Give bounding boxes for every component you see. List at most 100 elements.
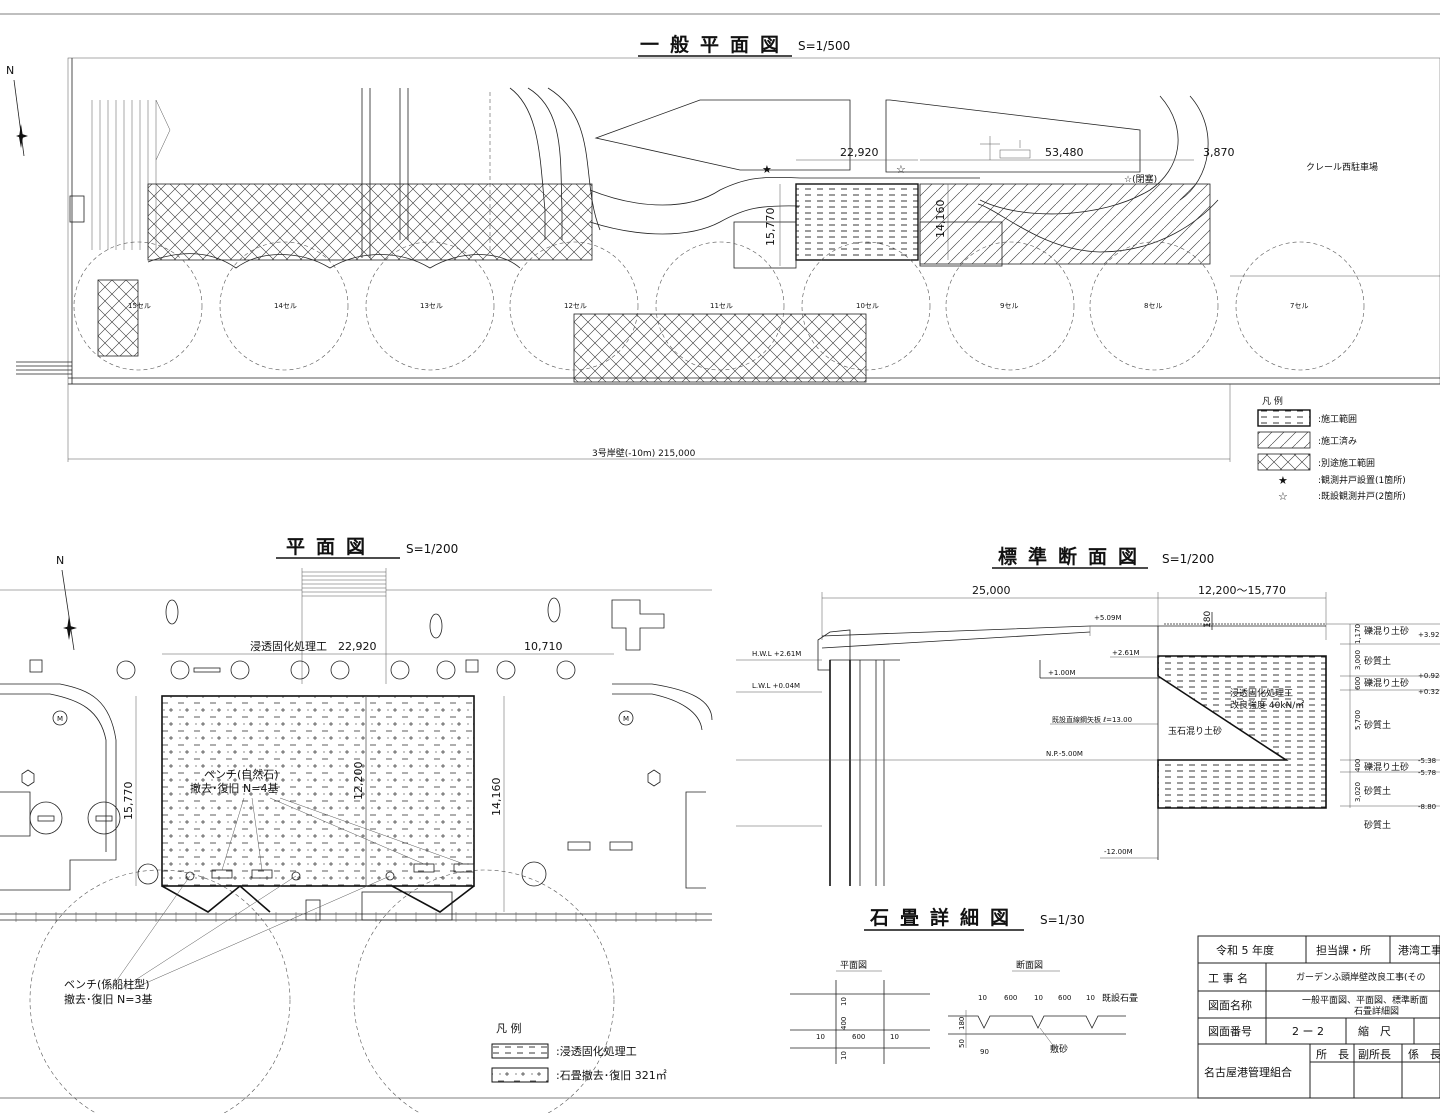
plan-dim-left: 15,770 <box>122 782 135 821</box>
paving-detail: 石畳詳細図 S=1/30 平面図 断面図 10 400 10 600 10 10… <box>790 906 1138 1064</box>
dim-14160: 14,160 <box>934 200 947 239</box>
plan-dim-mid: 12,200 <box>352 762 365 801</box>
paving-section-label: 断面図 <box>1016 959 1043 971</box>
layer-label: 砂質土 <box>1364 719 1391 731</box>
paving-existing: 既設石畳 <box>1102 992 1138 1004</box>
separate-work-area <box>147 183 593 261</box>
paving-scale: S=1/30 <box>1040 913 1085 927</box>
section-fill: 玉石混り土砂 <box>1168 725 1222 737</box>
elev-label: +0.32 <box>1418 688 1439 696</box>
parking-label: クレール西駐車場 <box>1306 161 1378 173</box>
section-hwl: H.W.L +2.61M <box>752 650 801 658</box>
cell-label: 7セル <box>1290 302 1308 310</box>
svg-text:N: N <box>56 554 64 567</box>
cell-label: 11セル <box>710 302 733 310</box>
section-level-509: +5.09M <box>1094 614 1122 622</box>
paving-title: 石畳詳細図 <box>869 906 1020 929</box>
section-level-100: +1.00M <box>1048 669 1076 677</box>
svg-text::石畳撤去･復旧 321㎡: :石畳撤去･復旧 321㎡ <box>556 1068 667 1082</box>
thickness-label: 1,170 <box>1354 624 1362 644</box>
section-level-1200: -12.00M <box>1104 848 1133 856</box>
svg-text::別途施工範囲: :別途施工範囲 <box>1318 457 1375 469</box>
dim-15770: 15,770 <box>764 208 777 247</box>
cell-label: 8セル <box>1144 302 1162 310</box>
separate-work-area <box>573 313 867 383</box>
tb-dept-label: 担当課・所 <box>1316 943 1371 957</box>
svg-text::観測井戸設置(1箇所): :観測井戸設置(1箇所) <box>1318 474 1406 486</box>
dim-3870: 3,870 <box>1203 146 1235 159</box>
paving-dim: 10 <box>978 994 987 1002</box>
general-plan: 一般平面図 S=1/500 N <box>6 33 1440 503</box>
section-treat2: 改良強度 40kN/㎡ <box>1230 699 1304 711</box>
cell-label: 9セル <box>1000 302 1018 310</box>
svg-text:凡 例: 凡 例 <box>496 1021 522 1035</box>
elev-label: -5.78 <box>1418 769 1436 777</box>
construction-area <box>795 183 919 261</box>
bench-natural-label: ベンチ(自然石) <box>204 767 279 781</box>
section-treat1: 浸透固化処理工 <box>1230 687 1293 699</box>
cell-label: 14セル <box>274 302 297 310</box>
tb-dept: 港湾工事 <box>1398 943 1440 957</box>
svg-text:M: M <box>57 715 63 723</box>
wharf-length: 3号岸壁(-10m) 215,000 <box>592 447 696 459</box>
completed-area <box>919 183 1211 265</box>
svg-text:10: 10 <box>840 997 848 1006</box>
thickness-label: 5,700 <box>1354 710 1362 730</box>
tb-deputy: 副所長 <box>1358 1048 1391 1061</box>
svg-text::浸透固化処理工: :浸透固化処理工 <box>556 1044 637 1058</box>
dim-53480: 53,480 <box>1045 146 1084 159</box>
elev-label: -8.80 <box>1418 803 1436 811</box>
separate-work-area <box>97 279 139 357</box>
paving-dim: 600 <box>1004 994 1017 1002</box>
layer-label: 礫混り土砂 <box>1364 625 1409 637</box>
tb-number: 2 ー 2 <box>1292 1025 1324 1038</box>
plan-dim-right: 14,160 <box>490 778 503 817</box>
tb-drawing-label: 図面名称 <box>1208 998 1252 1012</box>
elev-label: +3.92 <box>1418 631 1439 639</box>
bench-natural-note: 撤去･復旧 N=4基 <box>190 781 278 795</box>
thickness-label: 3,020 <box>1354 782 1362 802</box>
paving-dim: 600 <box>1058 994 1071 1002</box>
tb-name: ガーデンふ頭岸壁改良工事(その <box>1296 971 1426 983</box>
svg-text:50: 50 <box>958 1039 966 1048</box>
svg-text::施工済み: :施工済み <box>1318 435 1357 447</box>
section-dim-180: 180 <box>1203 611 1213 628</box>
section-treatment-area <box>1157 655 1327 809</box>
elev-label: -5.38 <box>1418 757 1436 765</box>
section-dim-a: 25,000 <box>972 584 1011 597</box>
section-dim-b: 12,200～15,770 <box>1198 584 1286 597</box>
plan-legend: 凡 例 :浸透固化処理工 :石畳撤去･復旧 321㎡ <box>491 1021 667 1083</box>
cell-label: 12セル <box>564 302 587 310</box>
bench-bollard-label: ベンチ(係船柱型) <box>64 977 150 991</box>
tb-drawing1: 一般平面図、平面図、標準断面 <box>1302 994 1428 1006</box>
svg-text::施工範囲: :施工範囲 <box>1318 413 1357 425</box>
tb-year: 令和 5 年度 <box>1216 943 1274 957</box>
paving-dim: 10 <box>1086 994 1095 1002</box>
svg-text:10: 10 <box>840 1051 848 1060</box>
svg-text:M: M <box>623 715 629 723</box>
layer-label: 砂質土 <box>1364 655 1391 667</box>
detail-plan: 平面図 S=1/200 N 浸透固化処理工 22,920 10,710 <box>0 536 713 1117</box>
general-plan-legend: 凡 例 :施工範囲 :施工済み :別途施工範囲 ★ :観測井戸設置(1箇所) ☆… <box>1257 395 1406 503</box>
tb-chief: 所 長 <box>1316 1048 1349 1061</box>
layer-label: 砂質土 <box>1364 819 1391 831</box>
plan-dim-top2: 10,710 <box>524 640 563 653</box>
cell-circles <box>73 241 1365 371</box>
general-plan-scale: S=1/500 <box>798 39 850 53</box>
plan-dim-top: 浸透固化処理工 22,920 <box>250 639 377 653</box>
thickness-label: 400 <box>1354 759 1362 772</box>
section-lwl: L.W.L +0.04M <box>752 682 800 690</box>
star-open-icon: ☆ <box>896 163 906 176</box>
thickness-label: 3,000 <box>1354 650 1362 670</box>
tb-scale-label: 縮 尺 <box>1358 1024 1391 1038</box>
layer-label: 礫混り土砂 <box>1364 761 1409 773</box>
plan-north-arrow-icon: N <box>56 554 77 651</box>
north-arrow-icon: N <box>6 64 28 157</box>
section-sheet-pile: 既設直線鋼矢板 ℓ=13.00 <box>1052 715 1132 724</box>
title-block: 令和 5 年度 担当課・所 港湾工事 工 事 名 ガーデンふ頭岸壁改良工事(その… <box>1197 935 1440 1099</box>
tb-name-label: 工 事 名 <box>1208 971 1248 985</box>
svg-text:10: 10 <box>816 1033 825 1041</box>
svg-text:★: ★ <box>1278 474 1288 487</box>
paving-d400: 400 <box>840 1017 848 1030</box>
